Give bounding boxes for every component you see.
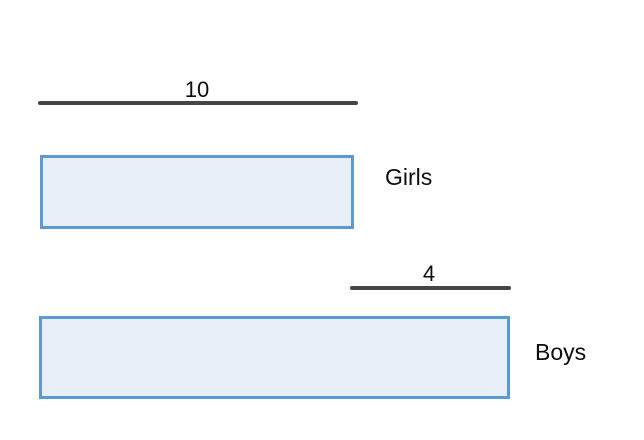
tape-label-boys: Boys [535,339,587,365]
tape-label-girls: Girls [385,164,433,190]
tape-bar-girls[interactable] [40,155,354,229]
measure-line-girls [38,101,358,105]
measure-line-boys [350,286,511,290]
measure-value-girls: 10 [184,77,210,102]
tape-bar-boys[interactable] [39,316,510,399]
measure-value-boys: 4 [422,261,436,286]
